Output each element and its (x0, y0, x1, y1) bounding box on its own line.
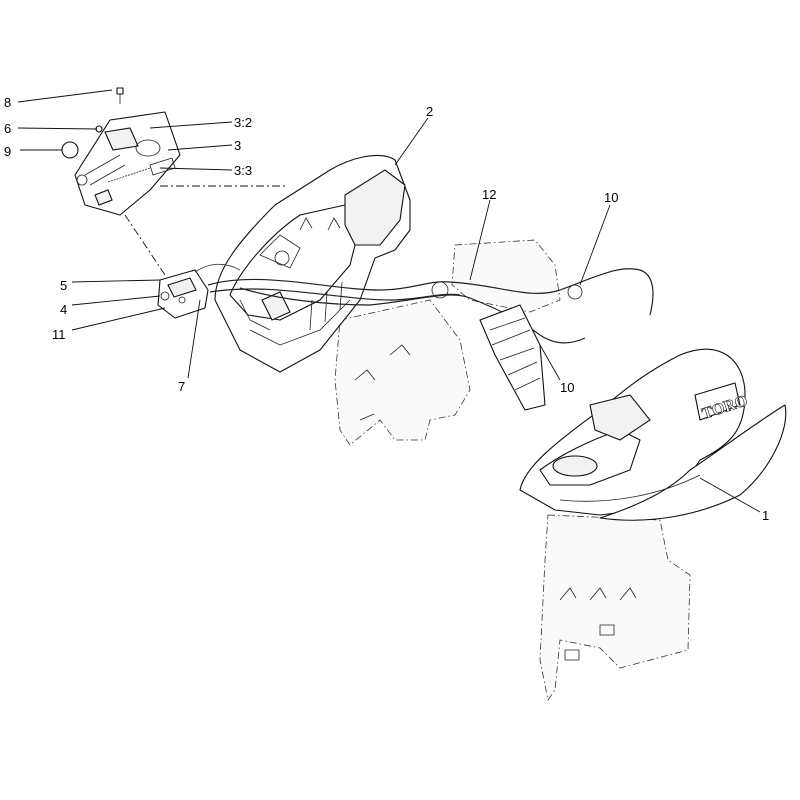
callout-3-2: 3:2 (234, 115, 252, 130)
harness-bracket (479, 304, 546, 411)
callout-5: 5 (60, 278, 67, 293)
control-panel-part-3 (74, 111, 181, 216)
callout-10-top: 10 (604, 190, 618, 205)
callout-2: 2 (426, 104, 433, 119)
phantom-bracket (451, 239, 561, 313)
hood-housing-part-2 (214, 154, 411, 373)
callout-labels: 8 6 9 3:2 3 3:3 2 12 10 10 5 4 11 7 1 (4, 95, 769, 523)
callout-1: 1 (762, 508, 769, 523)
callout-11: 11 (52, 327, 66, 342)
leader-lines (17, 89, 761, 513)
hood-part-1: TORO (519, 348, 787, 521)
callout-4: 4 (60, 302, 67, 317)
wire-harness (207, 268, 654, 344)
callout-3-3: 3:3 (234, 163, 252, 178)
callout-8: 8 (4, 95, 11, 110)
switch-bracket-parts-4-5-11 (157, 263, 241, 319)
callout-10-bottom: 10 (560, 380, 574, 395)
callout-9: 9 (4, 144, 11, 159)
callout-12: 12 (482, 187, 496, 202)
screw-part-8 (116, 87, 124, 104)
phantom-mounting-plate-right (539, 514, 691, 701)
callout-6: 6 (4, 121, 11, 136)
knob-part-9 (61, 141, 79, 159)
callout-3: 3 (234, 138, 241, 153)
phantom-mounting-plate-center (334, 299, 471, 446)
callout-7: 7 (178, 379, 185, 394)
